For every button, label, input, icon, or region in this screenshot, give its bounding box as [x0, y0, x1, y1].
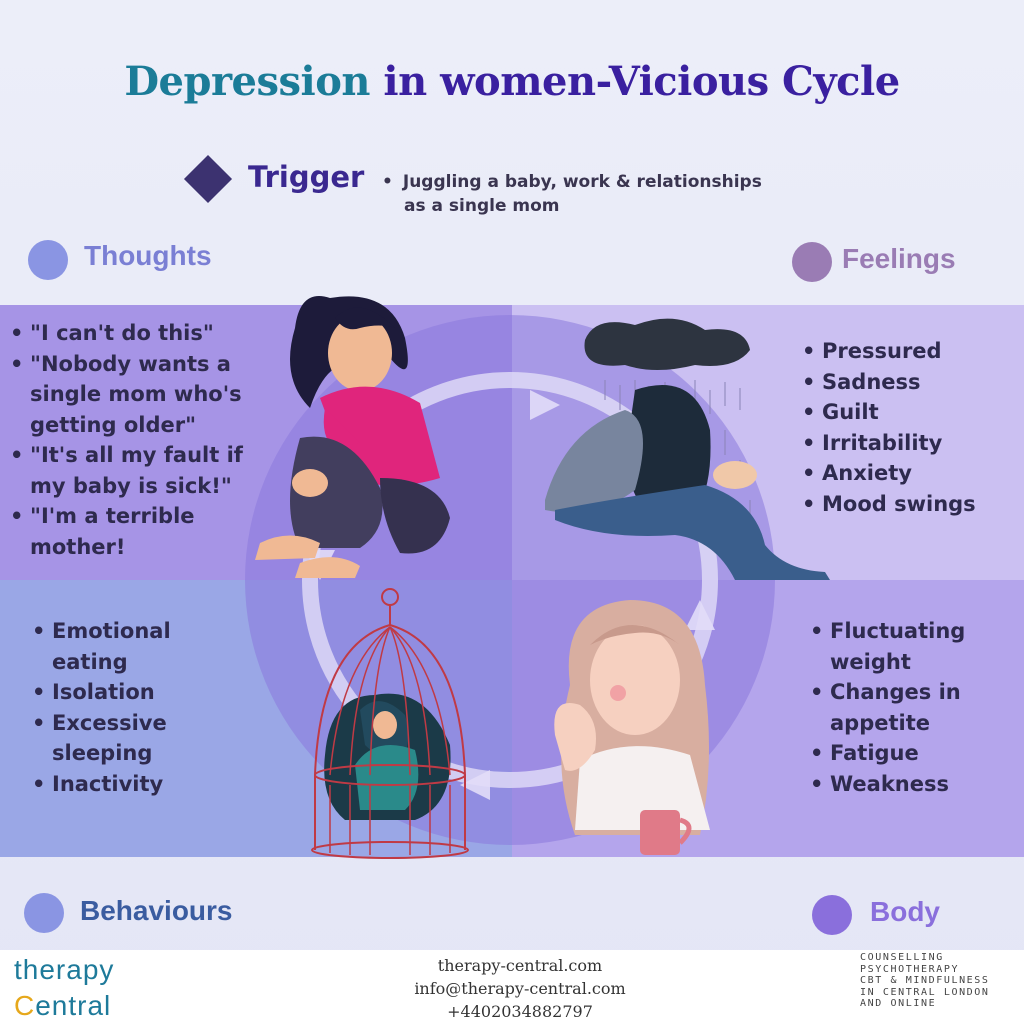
tired-woman-illustration [554, 600, 710, 855]
list-item: "I can't do this" [6, 318, 281, 349]
list-item: Sadness [798, 367, 1018, 398]
list-item: Mood swings [798, 489, 1018, 520]
service-item: IN CENTRAL LONDON [860, 986, 990, 998]
list-item: Weakness [806, 769, 1016, 800]
page-title: Depression in women-Vicious Cycle [0, 58, 1024, 105]
behaviours-heading: Behaviours [80, 895, 233, 926]
services-list: COUNSELLING PSYCHOTHERAPY CBT & MINDFULN… [860, 952, 1024, 1010]
list-item: Pressured [798, 336, 1018, 367]
service-item: COUNSELLING [860, 952, 944, 963]
phone-number: +4402034882797 [447, 1002, 593, 1021]
logo-therapy: therapy [14, 954, 115, 985]
service-item: PSYCHOTHERAPY [860, 963, 960, 975]
thoughts-list: "I can't do this" "Nobody wants a single… [6, 318, 281, 562]
body-dot-icon [812, 895, 852, 935]
trigger-line-2: as a single mom [404, 196, 560, 216]
footer-bar [0, 950, 1024, 1024]
service-item: CBT & MINDFULNESS [860, 975, 990, 987]
list-item: Emotional eating [28, 616, 248, 677]
title-rest: in women-Vicious Cycle [369, 58, 900, 105]
list-item: Inactivity [28, 769, 248, 800]
feelings-dot-icon [792, 242, 832, 282]
sitting-woman-illustration [255, 296, 450, 578]
list-item: Fluctuating weight [806, 616, 1016, 677]
trigger-description: •Juggling a baby, work & relationships a… [382, 170, 852, 218]
thoughts-heading: Thoughts [84, 240, 212, 271]
list-item: "I'm a terrible mother! [6, 501, 281, 562]
diamond-icon [183, 154, 233, 204]
thoughts-dot-icon [28, 240, 68, 280]
trigger-line-1: •Juggling a baby, work & relationships [382, 172, 762, 192]
list-item: "It's all my fault if my baby is sick!" [6, 440, 281, 501]
title-highlight: Depression [124, 58, 370, 105]
service-item: AND ONLINE [860, 998, 937, 1010]
list-item: Excessive sleeping [28, 708, 248, 769]
list-item: Irritability [798, 428, 1018, 459]
behaviours-dot-icon [24, 893, 64, 933]
list-item: Changes in appetite [806, 677, 1016, 738]
list-item: Guilt [798, 397, 1018, 428]
logo-central: Central [14, 990, 112, 1021]
woman-under-cloud-illustration [545, 318, 830, 580]
feelings-heading: Feelings [842, 243, 956, 274]
list-item: Isolation [28, 677, 248, 708]
list-item: Fatigue [806, 738, 1016, 769]
contact-info: therapy-central.com info@therapy-central… [380, 954, 660, 1023]
behaviours-list: Emotional eating Isolation Excessive sle… [28, 616, 248, 799]
body-heading: Body [870, 896, 940, 927]
email-link[interactable]: info@therapy-central.com [414, 979, 626, 998]
feelings-list: Pressured Sadness Guilt Irritability Anx… [798, 336, 1018, 519]
caged-woman-illustration [311, 588, 469, 859]
body-list: Fluctuating weight Changes in appetite F… [806, 616, 1016, 799]
list-item: Anxiety [798, 458, 1018, 489]
trigger-label: Trigger [248, 160, 365, 194]
website-link[interactable]: therapy-central.com [437, 956, 603, 975]
list-item: "Nobody wants a single mom who's getting… [6, 349, 281, 441]
